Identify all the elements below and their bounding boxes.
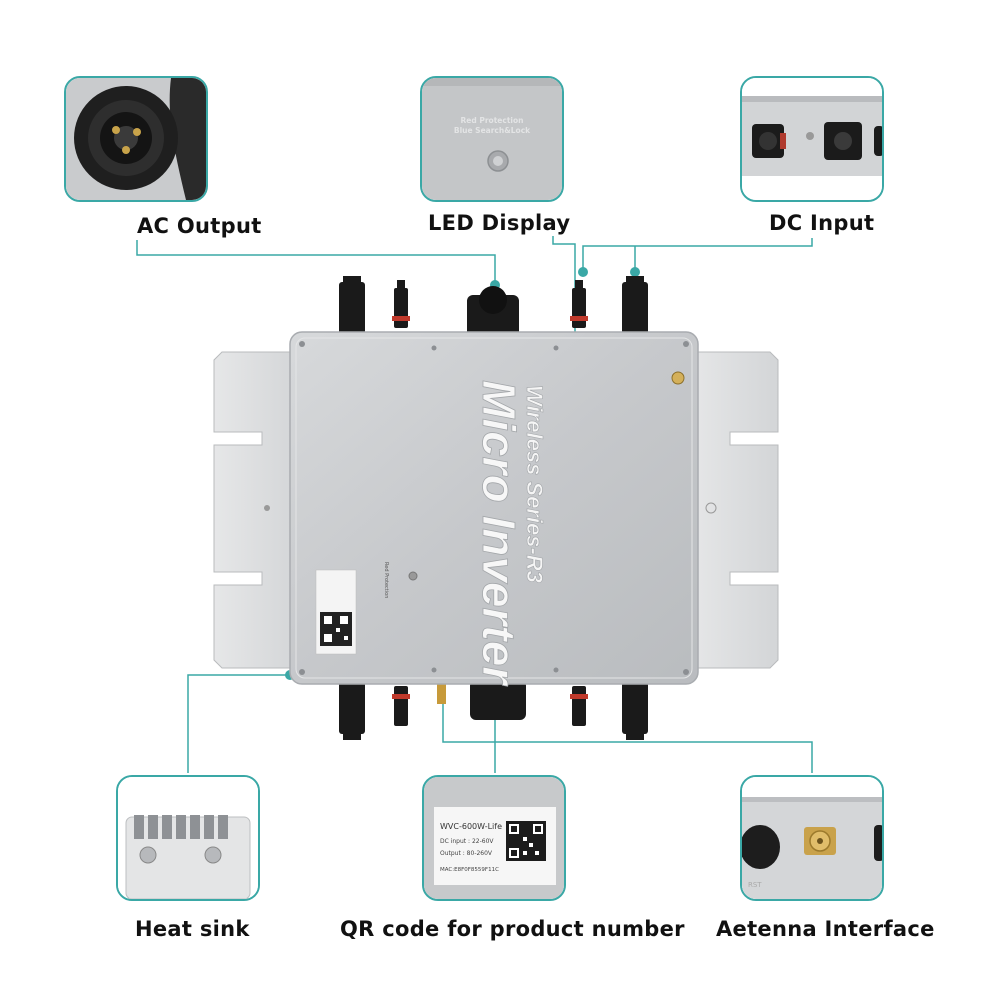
led-display-label: LED Display	[428, 211, 571, 235]
antenna-label: Aetenna Interface	[716, 917, 935, 941]
dc-input-inset	[740, 76, 884, 202]
heat-sink-icon	[118, 777, 258, 899]
ac-plug-icon	[66, 78, 206, 200]
heat-sink-label: Heat sink	[135, 917, 250, 941]
led-line1: Red Protection	[461, 116, 524, 125]
led-panel-icon: Red Protection Blue Search&Lock	[422, 78, 562, 200]
qr-dc-input-text: DC input : 22-60V	[440, 838, 494, 845]
antenna-leader	[442, 702, 813, 773]
qr-label-sticker: WVC-600W-Life DC input : 22-60V Output :…	[424, 777, 564, 899]
qr-code-icon	[506, 821, 546, 861]
qr-output-text: Output : 80-260V	[440, 850, 493, 857]
svg-text:Red Protection: Red Protection	[383, 562, 389, 598]
qr-model-text: WVC-600W-Life	[440, 822, 502, 831]
inverter-body: Red Protection	[289, 331, 699, 685]
device-series-text: Wireless Series-R3	[522, 385, 547, 583]
antenna-connector-icon: RST	[742, 777, 882, 899]
dc-input-label: DC Input	[769, 211, 875, 235]
top-connectors	[339, 276, 648, 339]
device-name-text: Micro Inverter	[473, 380, 525, 686]
antenna-inset: RST	[740, 775, 884, 901]
qr-code-inset: WVC-600W-Life DC input : 22-60V Output :…	[422, 775, 566, 901]
heat-sink-inset	[116, 775, 260, 901]
ac-output-leader	[136, 240, 496, 285]
mounting-plate-left	[213, 351, 301, 669]
dc-input-dot-2	[630, 267, 640, 277]
dc-input-leader-1	[582, 238, 813, 272]
qr-code-label: QR code for product number	[340, 917, 685, 941]
dc-connector-icon	[742, 78, 882, 200]
qr-mac-text: MAC:E8F0F8559F11C	[440, 867, 499, 873]
rst-text: RST	[748, 881, 762, 889]
ac-output-label: AC Output	[137, 214, 262, 238]
led-line2: Blue Search&Lock	[454, 126, 531, 135]
mounting-plate-right	[689, 351, 779, 669]
heat-sink-leader	[187, 674, 290, 773]
bottom-connectors	[339, 680, 648, 740]
dc-input-dot-1	[578, 267, 588, 277]
ac-output-inset	[64, 76, 208, 202]
led-display-inset: Red Protection Blue Search&Lock	[420, 76, 564, 202]
